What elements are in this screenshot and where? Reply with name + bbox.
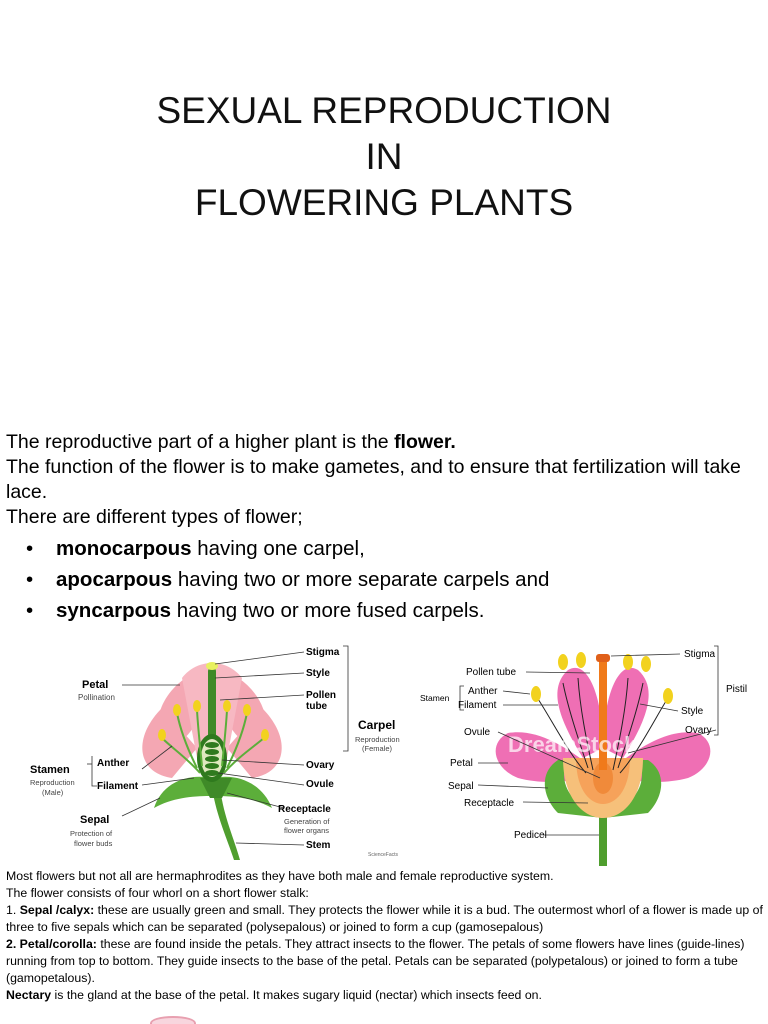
label-reproduction-female-2: (Female) bbox=[362, 744, 393, 753]
paragraph-nectary-term: Nectary bbox=[6, 988, 52, 1002]
paragraph-sepal: 1. Sepal /calyx: these are usually green… bbox=[6, 902, 764, 936]
page-title: SEXUAL REPRODUCTION IN FLOWERING PLANTS bbox=[0, 88, 768, 226]
paragraph-hermaphrodites: Most flowers but not all are hermaphrodi… bbox=[6, 869, 554, 883]
label-style: Style bbox=[681, 706, 704, 717]
list-item-text: having two or more fused carpels. bbox=[171, 599, 485, 622]
bullet-icon: • bbox=[26, 537, 34, 560]
label-sepal: Sepal bbox=[80, 814, 109, 826]
paragraph-sepal-number: 1. bbox=[6, 903, 20, 917]
label-pedicel: Pedicel bbox=[514, 830, 547, 841]
leader-lines bbox=[459, 645, 719, 836]
title-line-1: SEXUAL REPRODUCTION bbox=[156, 90, 612, 131]
paragraph-whorls: The flower consists of four whorl on a s… bbox=[6, 886, 309, 900]
label-anther: Anther bbox=[97, 758, 129, 769]
list-item: • monocarpous having one carpel, bbox=[26, 533, 766, 564]
petal-shapes bbox=[142, 663, 282, 778]
leader-lines bbox=[87, 645, 349, 846]
label-pollen-1: Pollen bbox=[306, 690, 336, 701]
label-stem: Stem bbox=[306, 840, 331, 851]
label-reproduction-male-1: Reproduction bbox=[30, 778, 75, 787]
intro-line-1-bold: flower. bbox=[394, 431, 456, 453]
list-item-text: having one carpel, bbox=[191, 537, 365, 560]
label-receptacle: Receptacle bbox=[278, 804, 331, 815]
list-item-term: apocarpous bbox=[56, 568, 173, 591]
stamen-shapes bbox=[535, 677, 669, 774]
label-pollination: Pollination bbox=[78, 693, 115, 702]
label-anther: Anther bbox=[468, 686, 498, 697]
anther-shapes bbox=[158, 700, 269, 741]
paragraph-nectary-text: is the gland at the base of the petal. I… bbox=[51, 988, 542, 1002]
bullet-icon: • bbox=[26, 599, 34, 622]
label-generation-1: Generation of bbox=[284, 817, 330, 826]
label-ovary: Ovary bbox=[685, 725, 712, 736]
label-pollen-tube: Pollen tube bbox=[466, 667, 516, 678]
label-style: Style bbox=[306, 668, 330, 679]
paragraph-petal-text: these are found inside the petals. They … bbox=[6, 937, 745, 985]
paragraph-petal: 2. Petal/corolla: these are found inside… bbox=[6, 936, 764, 987]
flower-types-list: • monocarpous having one carpel, • apocarp… bbox=[26, 533, 766, 626]
paragraph-petal-term: 2. Petal/corolla: bbox=[6, 937, 97, 951]
list-item: • syncarpous having two or more fused car… bbox=[26, 595, 766, 626]
credit-logo: ScienceFacts bbox=[368, 852, 399, 858]
label-reproduction-female-1: Reproduction bbox=[355, 735, 400, 744]
list-item-term: monocarpous bbox=[56, 537, 192, 560]
list-item-text: having two or more separate carpels and bbox=[172, 568, 550, 591]
label-petal: Petal bbox=[450, 758, 473, 769]
intro-line-1-text: The reproductive part of a higher plant … bbox=[6, 431, 395, 453]
label-receptacle: Receptacle bbox=[464, 798, 514, 809]
label-ovule: Ovule bbox=[306, 779, 334, 790]
label-filament: Filament bbox=[97, 781, 139, 792]
pistil-shape bbox=[197, 662, 227, 782]
label-pistil: Pistil bbox=[726, 684, 747, 695]
label-pollen-2: tube bbox=[306, 701, 328, 712]
next-diagram-partial bbox=[150, 1016, 196, 1024]
label-stigma: Stigma bbox=[306, 647, 340, 658]
list-item: • apocarpous having two or more separate … bbox=[26, 564, 766, 595]
intro-line-2: The function of the flower is to make ga… bbox=[6, 456, 741, 503]
flower-cross-section-diagram: DreamStock Stigma Pollen tube Stamen Ant… bbox=[418, 638, 764, 866]
list-item-term: syncarpous bbox=[56, 599, 172, 622]
label-petal: Petal bbox=[82, 679, 108, 691]
label-filament: Filament bbox=[458, 700, 497, 711]
label-ovary: Ovary bbox=[306, 760, 335, 771]
pistil-shape bbox=[596, 654, 610, 770]
intro-text: The reproductive part of a higher plant … bbox=[6, 430, 766, 530]
label-stigma: Stigma bbox=[684, 649, 716, 660]
label-ovule: Ovule bbox=[464, 727, 491, 738]
label-stamen: Stamen bbox=[30, 764, 70, 776]
flower-diagram-labelled: Petal Pollination Stamen Reproduction (M… bbox=[22, 638, 414, 866]
body-text: Most flowers but not all are hermaphrodi… bbox=[6, 868, 764, 1004]
intro-line-3: There are different types of flower; bbox=[6, 506, 303, 528]
label-stamen: Stamen bbox=[420, 693, 450, 703]
paragraph-nectary: Nectary is the gland at the base of the … bbox=[6, 987, 764, 1004]
label-protection-2: flower buds bbox=[74, 839, 113, 848]
paragraph-sepal-term: Sepal /calyx: bbox=[19, 903, 95, 917]
stamen-shapes bbox=[161, 709, 265, 774]
label-carpel: Carpel bbox=[358, 718, 395, 732]
bullet-icon: • bbox=[26, 568, 34, 591]
label-sepal: Sepal bbox=[448, 781, 474, 792]
label-protection-1: Protection of bbox=[70, 829, 113, 838]
paragraph-sepal-text: these are usually green and small. They … bbox=[6, 903, 763, 934]
label-reproduction-male-2: (Male) bbox=[42, 788, 64, 797]
anther-shapes bbox=[531, 652, 673, 704]
label-generation-2: flower organs bbox=[284, 826, 329, 835]
stem-sepals bbox=[154, 776, 272, 860]
watermark: DreamStock bbox=[508, 732, 637, 757]
title-line-2: IN bbox=[365, 136, 403, 177]
stem-sepals bbox=[544, 760, 662, 866]
intro-line-1: The reproductive part of a higher plant … bbox=[6, 430, 766, 455]
title-line-3: FLOWERING PLANTS bbox=[194, 182, 574, 223]
